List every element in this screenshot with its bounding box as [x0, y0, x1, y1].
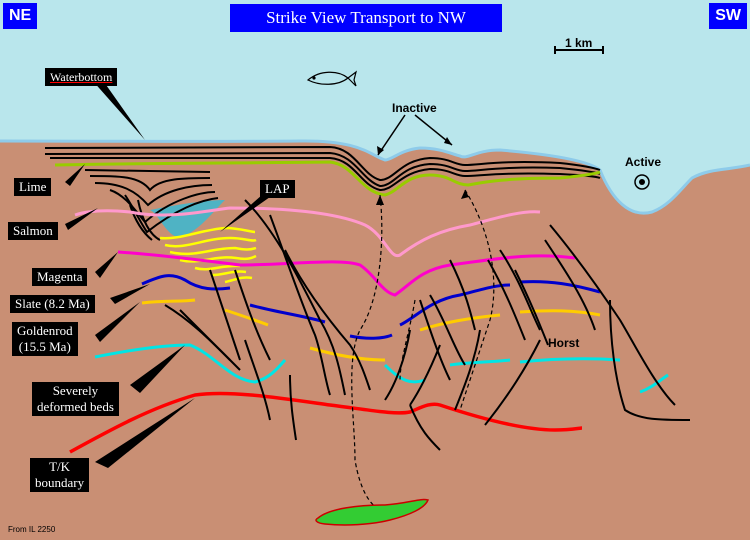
tk-boundary-horizon [69, 391, 583, 454]
slate-label: Slate (8.2 Ma) [10, 295, 95, 313]
ne-label: NE [3, 3, 38, 29]
sw-label: SW [709, 3, 747, 29]
magenta-label: Magenta [32, 268, 88, 286]
lap-wedge [150, 200, 225, 238]
tk-boundary-label-line2: boundary [35, 475, 85, 490]
migration-pathways [351, 189, 495, 511]
scale-bar-label: 1 km [565, 36, 593, 50]
salmon-label: Salmon [8, 222, 58, 240]
diagram-title: Strike View Transport to NW [230, 4, 502, 32]
horst-label: Horst [548, 336, 580, 350]
lime-horizon [54, 160, 601, 197]
pathway-arrow-right [461, 190, 469, 199]
tk-boundary-label-line1: T/K [49, 459, 71, 474]
out-of-page-arrow-icon [634, 174, 650, 190]
inactive-label: Inactive [392, 101, 437, 115]
waterbottom-label: Waterbottom [45, 68, 118, 86]
faults [164, 199, 691, 451]
shallow-beds [44, 145, 601, 192]
label-pointers [65, 80, 270, 468]
arrowhead-left [377, 146, 384, 155]
syncline-beds [84, 169, 219, 241]
goldenrod-label: Goldenrod (15.5 Ma) [12, 322, 78, 356]
salmon-horizon [74, 206, 541, 258]
goldenrod-horizon [141, 298, 601, 362]
deformed-beds-label: Severely deformed beds [32, 382, 119, 416]
pathway-arrow-left [376, 195, 384, 205]
fish-icon [306, 70, 357, 87]
deformed-beds-label-line2: deformed beds [37, 399, 114, 414]
lime-label: Lime [14, 178, 52, 196]
salt-body [315, 498, 429, 526]
goldenrod-label-line1: Goldenrod [17, 323, 73, 338]
arrowhead-right [444, 137, 452, 145]
scale-bar-line [554, 46, 604, 54]
tk-boundary-label: T/K boundary [30, 458, 90, 492]
goldenrod-label-line2: (15.5 Ma) [18, 339, 71, 354]
magenta-horizon [117, 250, 576, 297]
lap-label: LAP [260, 180, 295, 198]
active-label: Active [625, 155, 662, 169]
source-note: From IL 2250 [8, 525, 56, 534]
cyan-horizon [94, 343, 669, 394]
water-layer [0, 0, 750, 214]
deformed-beds-label-line1: Severely [52, 383, 99, 398]
waterbottom-line [0, 139, 750, 215]
